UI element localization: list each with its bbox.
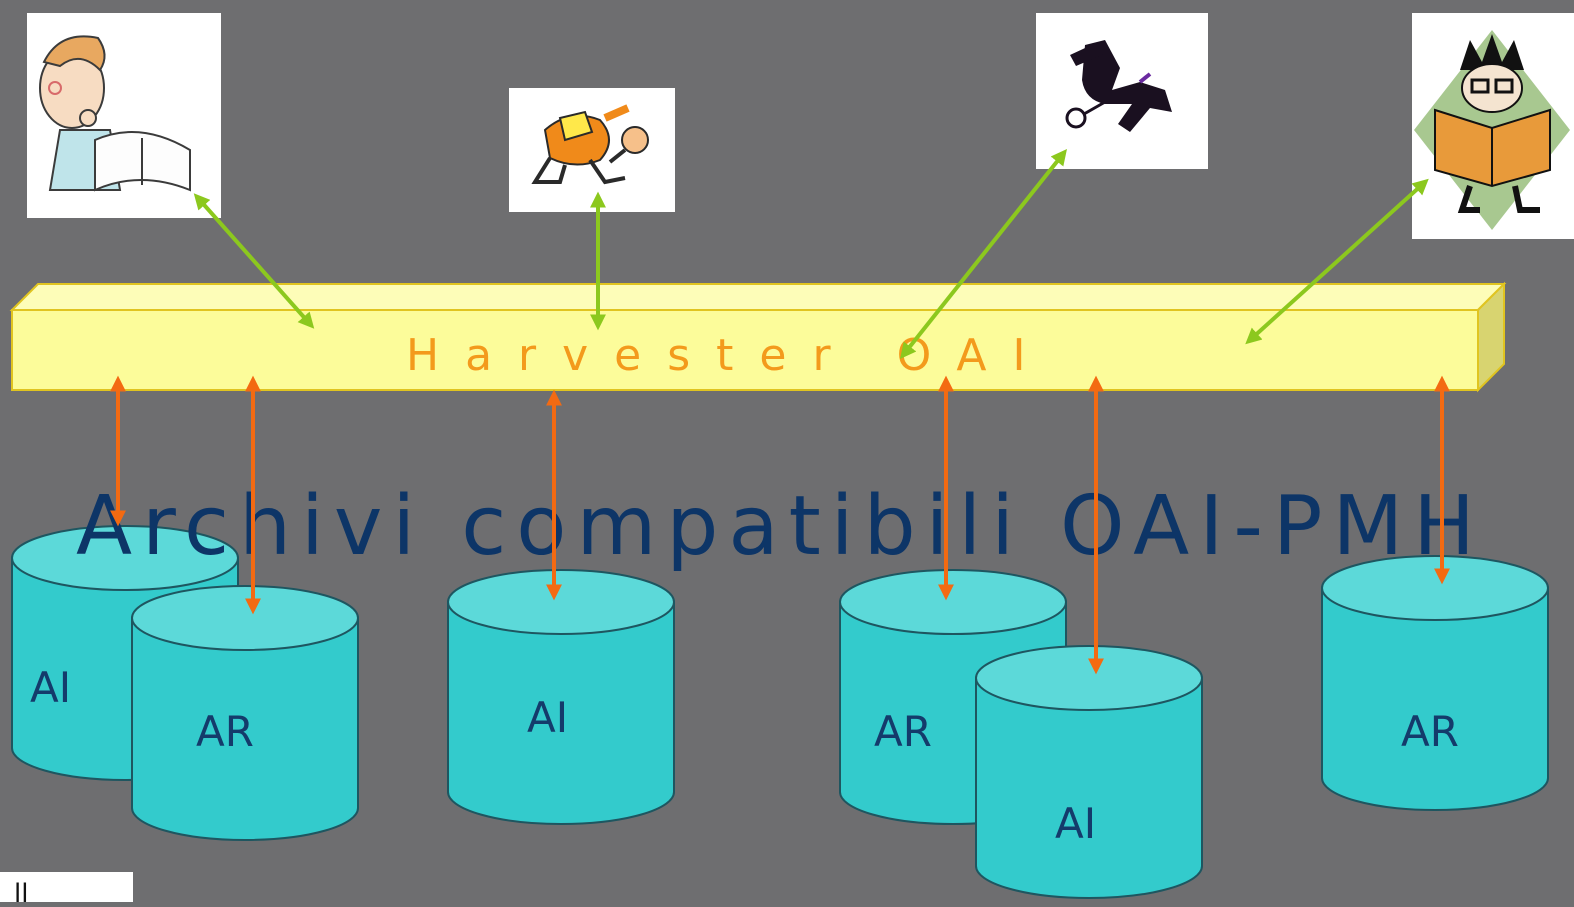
database-3: AI: [447, 569, 675, 825]
database-6: AR: [1321, 555, 1549, 811]
database-label: AI: [1055, 799, 1096, 848]
corner-fragment-text: ll: [14, 879, 28, 902]
user-arrow-1: [193, 193, 315, 329]
database-label: AR: [874, 707, 932, 756]
archive-harvester-arrows: [110, 375, 1450, 675]
reader-with-book-icon: [1412, 13, 1574, 239]
database-label: AI: [527, 693, 568, 742]
database-2: AR: [131, 585, 359, 841]
harvester-label: Harvester OAI: [406, 330, 1052, 381]
user-harvester-arrows: [193, 148, 1429, 360]
database-label: AR: [1401, 707, 1459, 756]
database-label: AI: [30, 663, 71, 712]
user-arrow-4: [1245, 178, 1429, 345]
reading-man-icon: [27, 13, 221, 218]
user-arrow-3: [900, 148, 1067, 360]
detective-silhouette-icon: [1036, 13, 1208, 169]
archives-title: Archivi compatibili OAI-PMH: [76, 479, 1485, 574]
database-5: AI: [975, 645, 1203, 899]
searching-person-icon: [509, 88, 675, 212]
harvester-bar: Harvester OAI: [9, 281, 1507, 393]
corner-fragment: ll: [0, 872, 133, 907]
database-label: AR: [196, 707, 254, 756]
